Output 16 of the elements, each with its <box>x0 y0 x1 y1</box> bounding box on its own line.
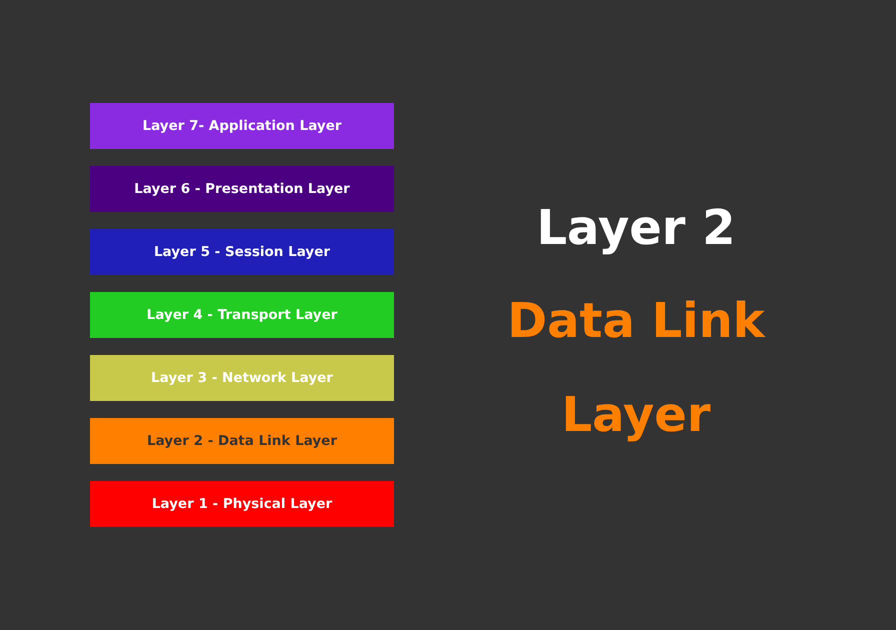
layer-name: Layer 7- Application Layer <box>142 118 342 134</box>
layer-bar <box>90 229 394 275</box>
layer-name: Layer 2 - Data Link Layer <box>146 433 337 449</box>
layer-name: Layer 4 - Transport Layer <box>146 307 338 323</box>
layer-name: Layer 6 - Presentation Layer <box>134 181 350 197</box>
heading-text: Layer 2 <box>535 199 737 258</box>
layer-name: Layer 3 - Network Layer <box>151 370 333 386</box>
layer-bar <box>90 418 394 464</box>
layer-name: Layer 1 - Physical Layer <box>152 496 332 512</box>
heading-text: Data Link Layer <box>506 292 766 445</box>
layer-bar <box>90 355 394 401</box>
layer-bar <box>90 292 394 338</box>
layer-bar <box>90 481 394 527</box>
layer-bar <box>90 103 394 149</box>
layer-bar <box>90 166 394 212</box>
layer-name: Layer 5 - Session Layer <box>154 244 330 260</box>
